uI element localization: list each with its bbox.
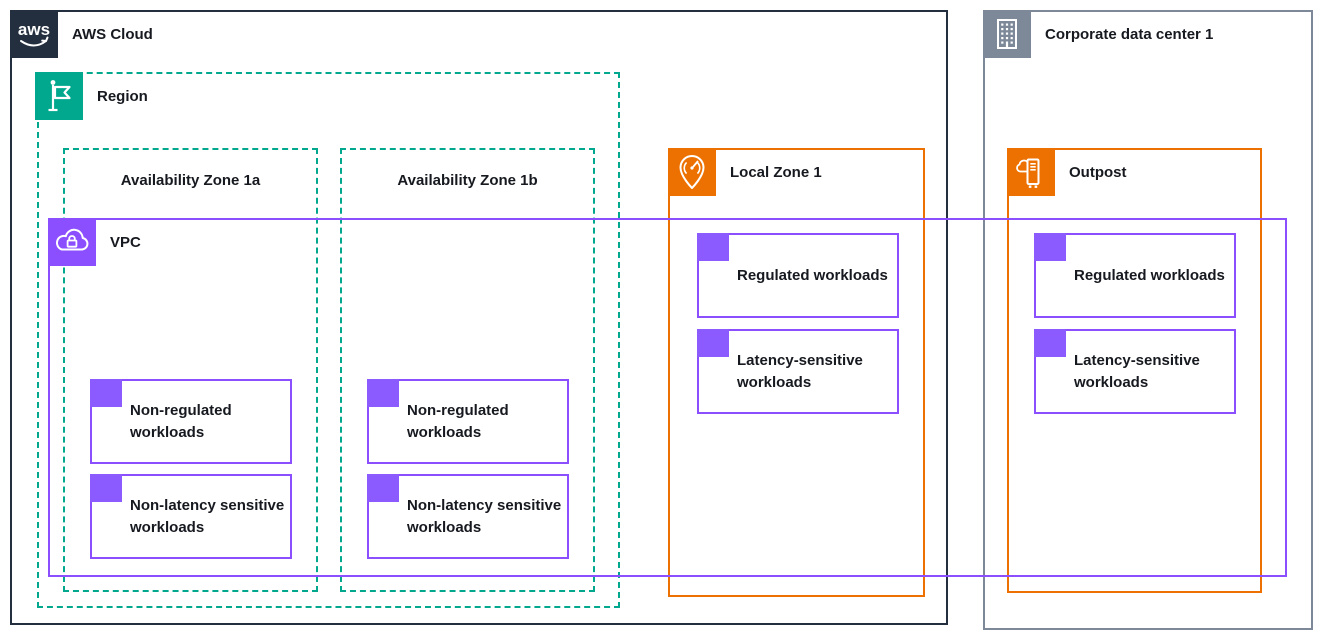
- workload-label: Latency-sensitive workloads: [1074, 351, 1200, 391]
- outpost-header: Outpost: [1007, 148, 1127, 196]
- workload-card-az1a-non-regulated: Non-regulated workloads: [90, 379, 292, 464]
- workload-card-outpost-regulated: Regulated workloads: [1034, 233, 1236, 318]
- corporate-dc-label: Corporate data center 1: [1045, 25, 1214, 43]
- corporate-dc-group-border: [983, 10, 1313, 630]
- workload-label: Non-latency sensitive workloads: [407, 496, 562, 536]
- workload-card-az1b-non-latency: Non-latency sensitive workloads: [367, 474, 569, 559]
- workload-card-az1a-non-latency: Non-latency sensitive workloads: [90, 474, 292, 559]
- workload-card-localzone-regulated: Regulated workloads: [697, 233, 899, 318]
- workload-card-localzone-latency: Latency-sensitive workloads: [697, 329, 899, 414]
- aws-cloud-label: AWS Cloud: [72, 25, 153, 43]
- availability-zone-1b-label: Availability Zone 1b: [397, 172, 538, 189]
- vpc-group-border: [48, 218, 1287, 577]
- card-corner-tab: [697, 233, 729, 261]
- server-rack-cloud-icon: [1007, 148, 1055, 196]
- outpost-group-border: [1007, 148, 1262, 593]
- availability-zone-1b-border: [340, 148, 595, 592]
- availability-zone-1a-border: [63, 148, 318, 592]
- card-corner-tab: [1034, 329, 1066, 357]
- region-group-border: [37, 72, 620, 608]
- location-pin-signal-icon: [668, 148, 716, 196]
- workload-label: Non-regulated workloads: [130, 401, 232, 441]
- local-zone-label: Local Zone 1: [730, 163, 822, 181]
- vpc-label: VPC: [110, 233, 141, 251]
- region-header: Region: [35, 72, 148, 120]
- card-corner-tab: [367, 379, 399, 407]
- card-corner-tab: [90, 474, 122, 502]
- aws-cloud-group-border: [10, 10, 948, 625]
- workload-label: Regulated workloads: [737, 266, 888, 284]
- workload-label: Non-latency sensitive workloads: [130, 496, 285, 536]
- local-zone-header: Local Zone 1: [668, 148, 822, 196]
- outpost-label: Outpost: [1069, 163, 1127, 181]
- card-corner-tab: [367, 474, 399, 502]
- workload-card-az1b-non-regulated: Non-regulated workloads: [367, 379, 569, 464]
- workload-label: Non-regulated workloads: [407, 401, 509, 441]
- building-icon: [983, 10, 1031, 58]
- workload-label: Regulated workloads: [1074, 266, 1225, 284]
- corporate-dc-header: Corporate data center 1: [983, 10, 1213, 58]
- workload-card-outpost-latency: Latency-sensitive workloads: [1034, 329, 1236, 414]
- cloud-lock-icon: [48, 218, 96, 266]
- aws-logo-icon: aws: [10, 10, 58, 58]
- card-corner-tab: [697, 329, 729, 357]
- vpc-header: VPC: [48, 218, 141, 266]
- aws-cloud-header: aws AWS Cloud: [10, 10, 153, 58]
- card-corner-tab: [1034, 233, 1066, 261]
- card-corner-tab: [90, 379, 122, 407]
- svg-text:aws: aws: [18, 20, 50, 39]
- workload-label: Latency-sensitive workloads: [737, 351, 863, 391]
- local-zone-group-border: [668, 148, 925, 597]
- region-label: Region: [97, 87, 148, 105]
- availability-zone-1a-label: Availability Zone 1a: [120, 172, 261, 189]
- flag-icon: [35, 72, 83, 120]
